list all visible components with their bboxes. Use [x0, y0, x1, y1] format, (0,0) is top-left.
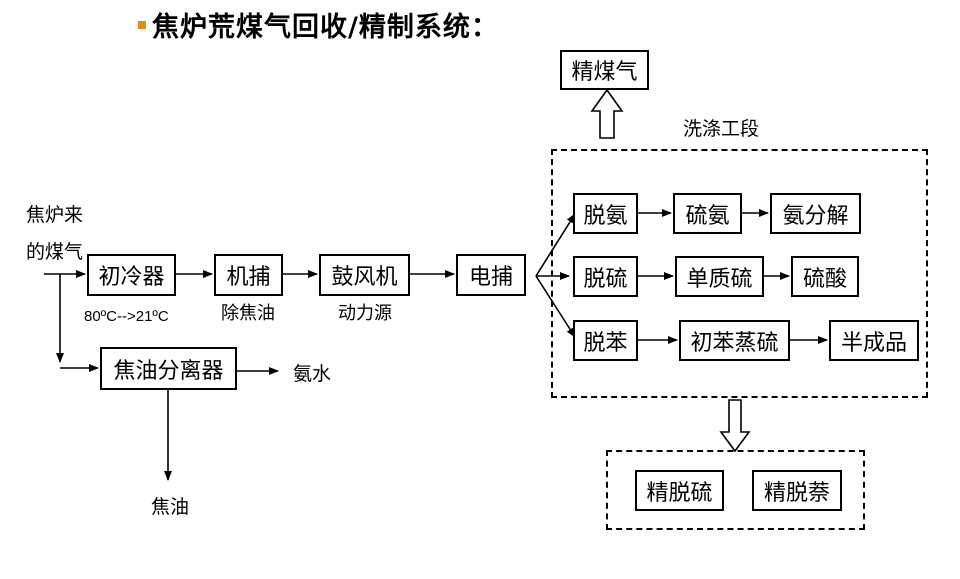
semi-product-box: 半成品	[829, 320, 919, 361]
tar-separator-box: 焦油分离器	[100, 347, 237, 390]
debenzene-box: 脱苯	[573, 320, 638, 361]
electric-capture-box: 电捕	[456, 254, 526, 296]
hollow-arrow-up-icon	[590, 88, 624, 139]
arrow-to-debenzene	[535, 275, 576, 338]
mech-capture-box: 机捕	[214, 254, 283, 296]
primary-cooler-box: 初冷器	[87, 254, 176, 296]
source-label-line2: 的煤气	[26, 241, 84, 263]
source-label-line1: 焦炉来	[26, 204, 84, 226]
washing-section-group	[551, 149, 928, 398]
fine-desulfur-box: 精脱硫	[635, 470, 724, 511]
elemental-sulfur-box: 单质硫	[675, 256, 764, 297]
remove-tar-label: 除焦油	[221, 303, 275, 324]
washing-section-label: 洗涤工段	[683, 118, 760, 140]
title-text: 焦炉荒煤气回收/精制系统：	[152, 12, 499, 43]
ammonium-sulfate-box: 硫氨	[673, 193, 742, 234]
power-source-label: 动力源	[338, 303, 392, 324]
crude-benzene-box: 初苯蒸硫	[679, 320, 790, 361]
desulfur-box: 脱硫	[573, 256, 638, 297]
sulfuric-acid-box: 硫酸	[791, 256, 859, 297]
page-title: 焦炉荒煤气回收/精制系统：	[138, 5, 499, 44]
ammonia-water-label: 氨水	[293, 363, 332, 385]
ammonia-decomp-box: 氨分解	[770, 193, 861, 234]
refined-gas-box: 精煤气	[560, 50, 649, 90]
tar-label: 焦油	[151, 496, 190, 518]
fine-denaphthalene-box: 精脱萘	[752, 470, 842, 511]
temperature-label: 80ºC-->21ºC	[84, 308, 169, 325]
hollow-arrow-down-icon	[719, 399, 751, 453]
bullet-icon	[138, 20, 146, 29]
deammonia-box: 脱氨	[573, 193, 638, 234]
arrow-to-deammonia	[535, 213, 576, 277]
blower-box: 鼓风机	[319, 254, 410, 296]
